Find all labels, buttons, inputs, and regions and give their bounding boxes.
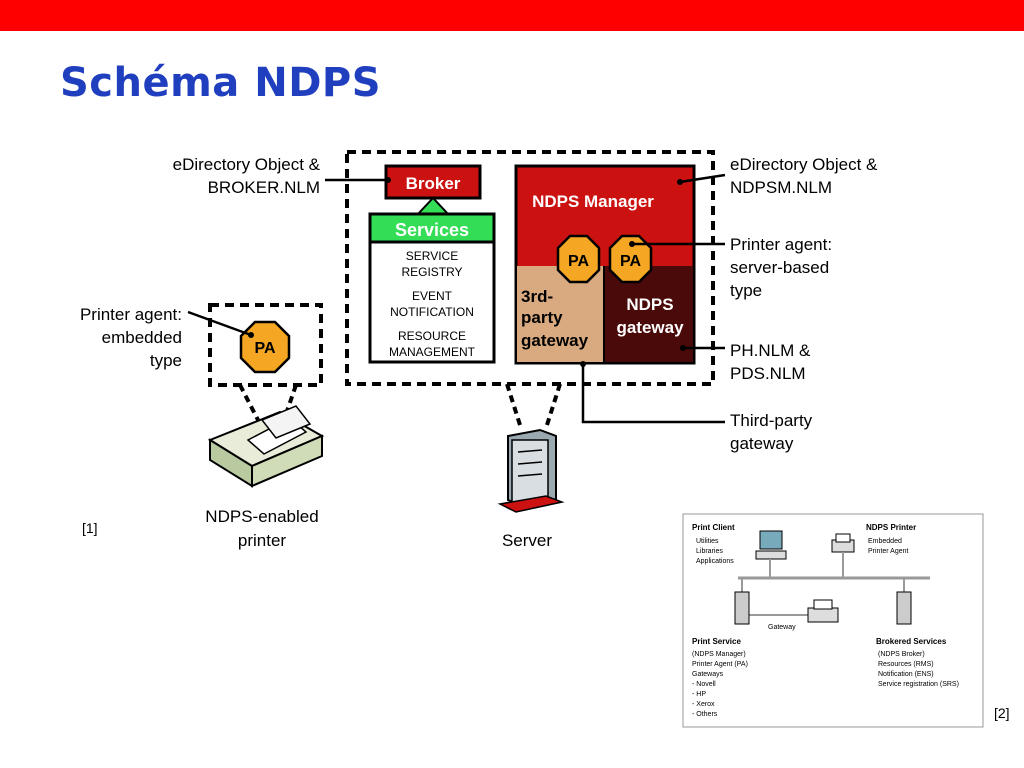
diagram-label: NDPS-enabled	[205, 507, 318, 526]
diagram-label: Applications	[696, 558, 734, 565]
service-item: REGISTRY	[401, 265, 462, 279]
diagram-label: Third-party	[730, 411, 813, 430]
ndps-gateway-box	[604, 266, 693, 362]
diagram-label: gateway	[616, 318, 684, 337]
diagram-label: type	[730, 281, 762, 300]
diagram-label: PDS.NLM	[730, 364, 806, 383]
diagram-label: PA	[568, 253, 589, 270]
diagram-label: NDPSM.NLM	[730, 178, 832, 197]
diagram-label: party	[521, 308, 563, 327]
diagram-label: eDirectory Object &	[173, 155, 321, 174]
diagram-label: Notification (ENS)	[878, 671, 934, 678]
slide-title: Schéma NDPS	[60, 60, 382, 106]
diagram-label: - Others	[692, 711, 718, 718]
diagram-label: Service registration (SRS)	[878, 681, 959, 688]
diagram-label: Print Client	[692, 523, 735, 532]
reference-inset: Print Client Utilities Libraries Applica…	[682, 513, 984, 728]
diagram-label: Libraries	[696, 548, 723, 555]
diagram-label: Server	[502, 531, 552, 550]
diagram-label: (NDPS Manager)	[692, 651, 746, 658]
diagram-label: server-based	[730, 258, 829, 277]
third-party-gateway-box	[517, 266, 604, 362]
diagram-label: Print Service	[692, 637, 741, 646]
diagram-label: Printer Agent	[868, 548, 909, 555]
services-label: Services	[395, 220, 469, 240]
diagram-label: embedded	[102, 328, 182, 347]
printer-boundary	[208, 303, 323, 387]
diagram-label: Gateway	[768, 624, 796, 631]
reference-1: [1]	[82, 520, 98, 536]
diagram-label: PH.NLM &	[730, 341, 811, 360]
diagram-label: Printer agent:	[80, 305, 182, 324]
diagram-label: printer	[238, 531, 287, 550]
top-accent-bar	[0, 0, 1024, 31]
service-item: NOTIFICATION	[390, 305, 474, 319]
diagram-label: Brokered Services	[876, 637, 947, 646]
services-list	[368, 240, 496, 364]
reference-2: [2]	[994, 705, 1010, 721]
diagram-label: PA	[620, 253, 641, 270]
diagram-label: gateway	[521, 331, 589, 350]
service-item: MANAGEMENT	[389, 345, 476, 359]
server-icon	[497, 428, 565, 513]
broker-label: Broker	[406, 174, 461, 193]
diagram-label: - Novell	[692, 681, 716, 688]
diagram-label: type	[150, 351, 182, 370]
diagram-label: NDPS	[626, 295, 673, 314]
diagram-label: NDPS Printer	[866, 523, 916, 532]
diagram-label: Gateways	[692, 671, 724, 678]
diagram-label: gateway	[730, 434, 794, 453]
diagram-label: BROKER.NLM	[208, 178, 320, 197]
diagram-label: (NDPS Broker)	[878, 651, 925, 658]
diagram-label: Printer Agent (PA)	[692, 661, 748, 668]
diagram-label: Resources (RMS)	[878, 661, 934, 668]
diagram-label: 3rd-	[521, 287, 553, 306]
service-item: SERVICE	[406, 249, 458, 263]
diagram-label: - Xerox	[692, 701, 715, 708]
printer-icon	[207, 405, 325, 488]
server-boundary	[345, 150, 715, 386]
pa-octagon-icon	[608, 234, 653, 284]
service-item: EVENT	[412, 289, 453, 303]
diagram-label: Printer agent:	[730, 235, 832, 254]
diagram-label: Embedded	[868, 538, 902, 545]
diagram-label: PA	[254, 340, 275, 357]
broker-box	[384, 164, 482, 200]
service-item: RESOURCE	[398, 329, 466, 343]
diagram-label: Utilities	[696, 538, 719, 545]
diagram-label: eDirectory Object &	[730, 155, 878, 174]
diagram-label: - HP	[692, 691, 706, 698]
pa-octagon-icon	[556, 234, 601, 284]
ndps-manager-label: NDPS Manager	[532, 192, 654, 211]
